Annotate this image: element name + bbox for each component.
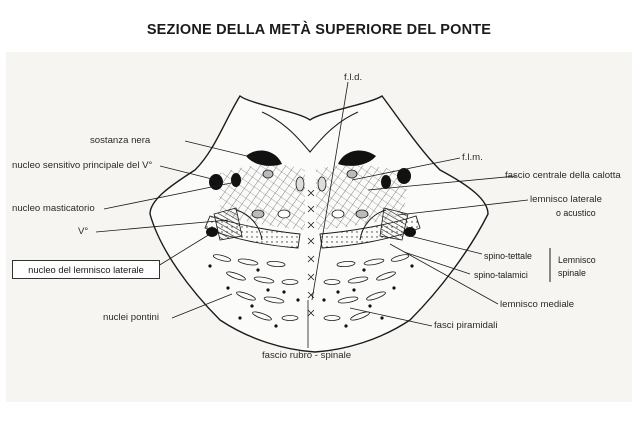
small-nucleus-left-d [277,209,291,219]
label-fld: f.l.d. [344,72,362,83]
fourth-ventricle-contour [261,111,359,153]
label-v: V° [78,226,88,237]
label-sostanza-nera: sostanza nera [90,135,151,146]
lateral-lemniscus-left [213,207,243,241]
label-fascio-rubro-spinale: fascio rubro - spinale [262,350,351,361]
pontine-nuclei-dots [208,264,414,328]
label-lemnisco-spinale-2: spinale [558,268,586,278]
small-nucleus-right-a [346,169,358,179]
small-nucleus-left-b [295,176,305,192]
trigeminal-bundle-left [235,209,263,241]
label-lemnisco-spinale-1: Lemnisco [558,255,596,265]
label-fasci-piramidali: fasci piramidali [434,320,497,331]
midline-raphe [307,189,315,317]
black-nucleus-left-1 [209,174,223,190]
small-nucleus-left-a [262,169,274,179]
small-nucleus-right-b [317,176,327,192]
label-nuclei-pontini: nuclei pontini [103,312,159,323]
label-nucleo-sensitivo: nucleo sensitivo principale del V° [12,160,153,171]
leader-lines [95,81,529,348]
label-spino-tettale: spino-tettale [484,251,532,261]
label-nucleo-lemnisco-laterale: nucleo del lemnisco laterale [12,260,160,279]
small-nucleus-left-c [251,209,265,219]
label-lemnisco-laterale: lemnisco laterale [530,194,602,205]
substantia-nigra-right [338,150,376,166]
black-nucleus-left-2 [231,173,241,187]
page-title: SEZIONE DELLA METÀ SUPERIORE DEL PONTE [146,22,492,38]
trigeminal-bundle-right [359,209,387,241]
label-spino-talamici: spino-talamici [474,270,528,280]
substantia-nigra-left [246,150,282,166]
label-nucleo-masticatorio: nucleo masticatorio [12,203,95,214]
label-fascio-centrale: fascio centrale della calotta [505,170,621,181]
black-nucleus-right-1 [397,168,411,184]
small-nucleus-right-d [331,209,345,219]
label-flm: f.l.m. [462,152,483,163]
lateral-lemniscus-right [379,207,409,241]
label-lemnisco-mediale: lemnisco mediale [500,299,574,310]
label-o-acustico: o acustico [556,208,596,218]
black-nucleus-right-2 [381,175,391,189]
black-nucleus-right-3 [404,227,416,237]
small-nucleus-right-c [355,209,369,219]
